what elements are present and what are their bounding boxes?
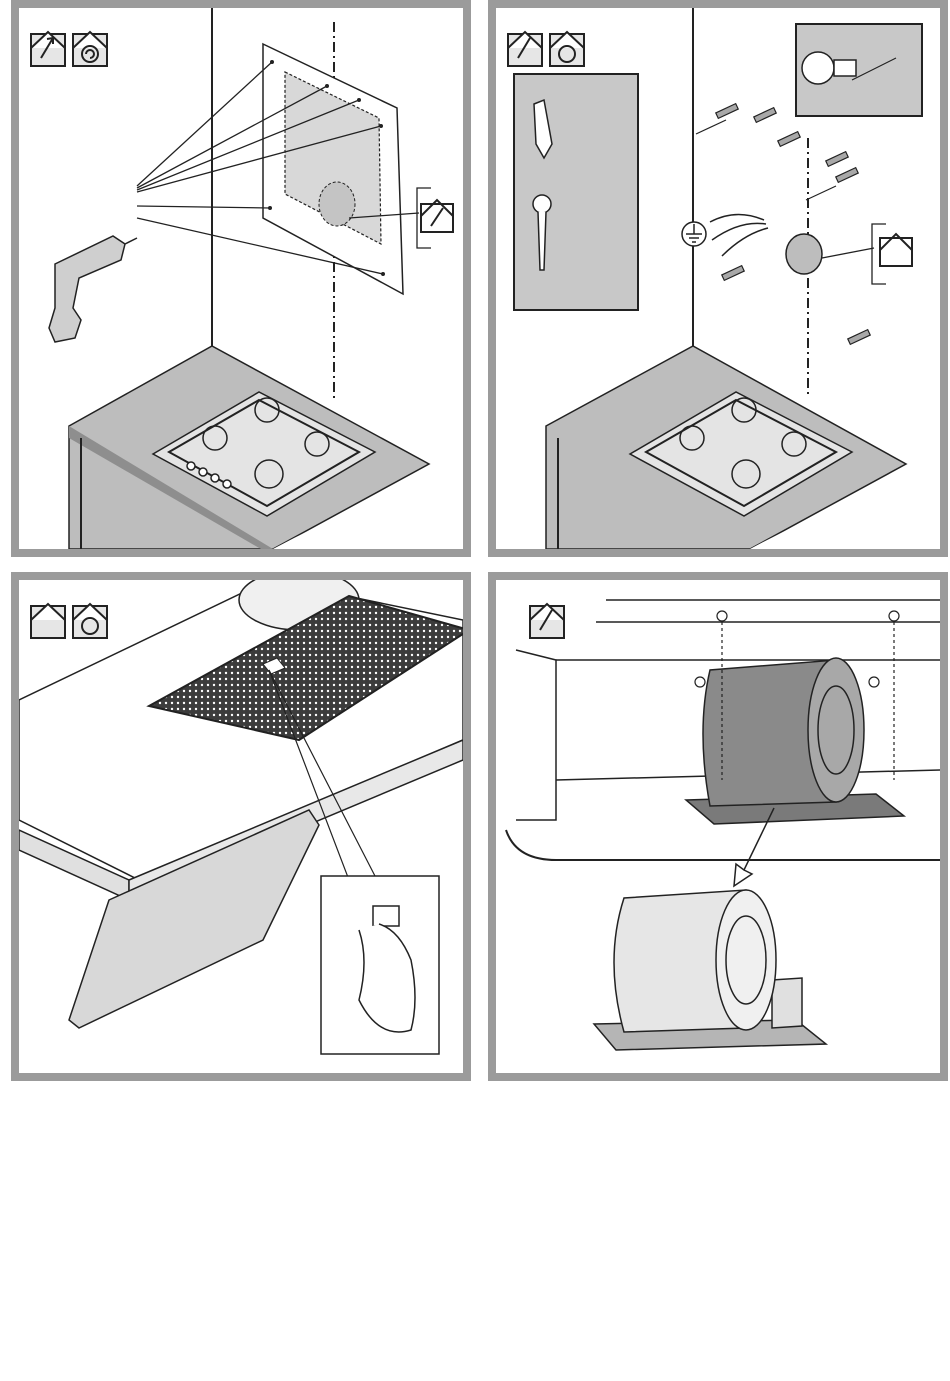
step-1-illustration — [19, 8, 463, 549]
step-4-illustration — [496, 580, 940, 1073]
hand-detail-box — [321, 876, 439, 1054]
vented-exhaust-icon — [508, 32, 542, 66]
vented-exhaust-icon — [31, 604, 65, 638]
recirculation-icon — [73, 604, 107, 638]
screw-detail-box — [796, 24, 922, 116]
cables — [710, 214, 768, 256]
screw-icon — [533, 195, 551, 213]
recirculation-icon — [550, 32, 584, 66]
step-2-illustration — [496, 8, 940, 549]
power-drill-icon — [49, 236, 137, 342]
fixings-kit-box — [514, 74, 638, 310]
earth-ground-icon — [682, 222, 706, 246]
step-4-panel — [488, 572, 948, 1081]
motor-removed — [594, 890, 826, 1050]
drilling-template — [263, 44, 403, 294]
step-1-panel — [11, 0, 471, 557]
vented-exhaust-icon-small — [880, 234, 912, 266]
recirculation-icon — [73, 32, 107, 66]
step-3-panel — [11, 572, 471, 1081]
vented-exhaust-icon — [31, 32, 65, 66]
wall-plugs — [696, 104, 870, 345]
step-2-panel — [488, 0, 948, 557]
vented-exhaust-icon-small — [421, 200, 453, 232]
cover-cap — [786, 234, 822, 274]
vented-exhaust-icon — [530, 604, 564, 638]
step-3-illustration — [19, 580, 463, 1073]
